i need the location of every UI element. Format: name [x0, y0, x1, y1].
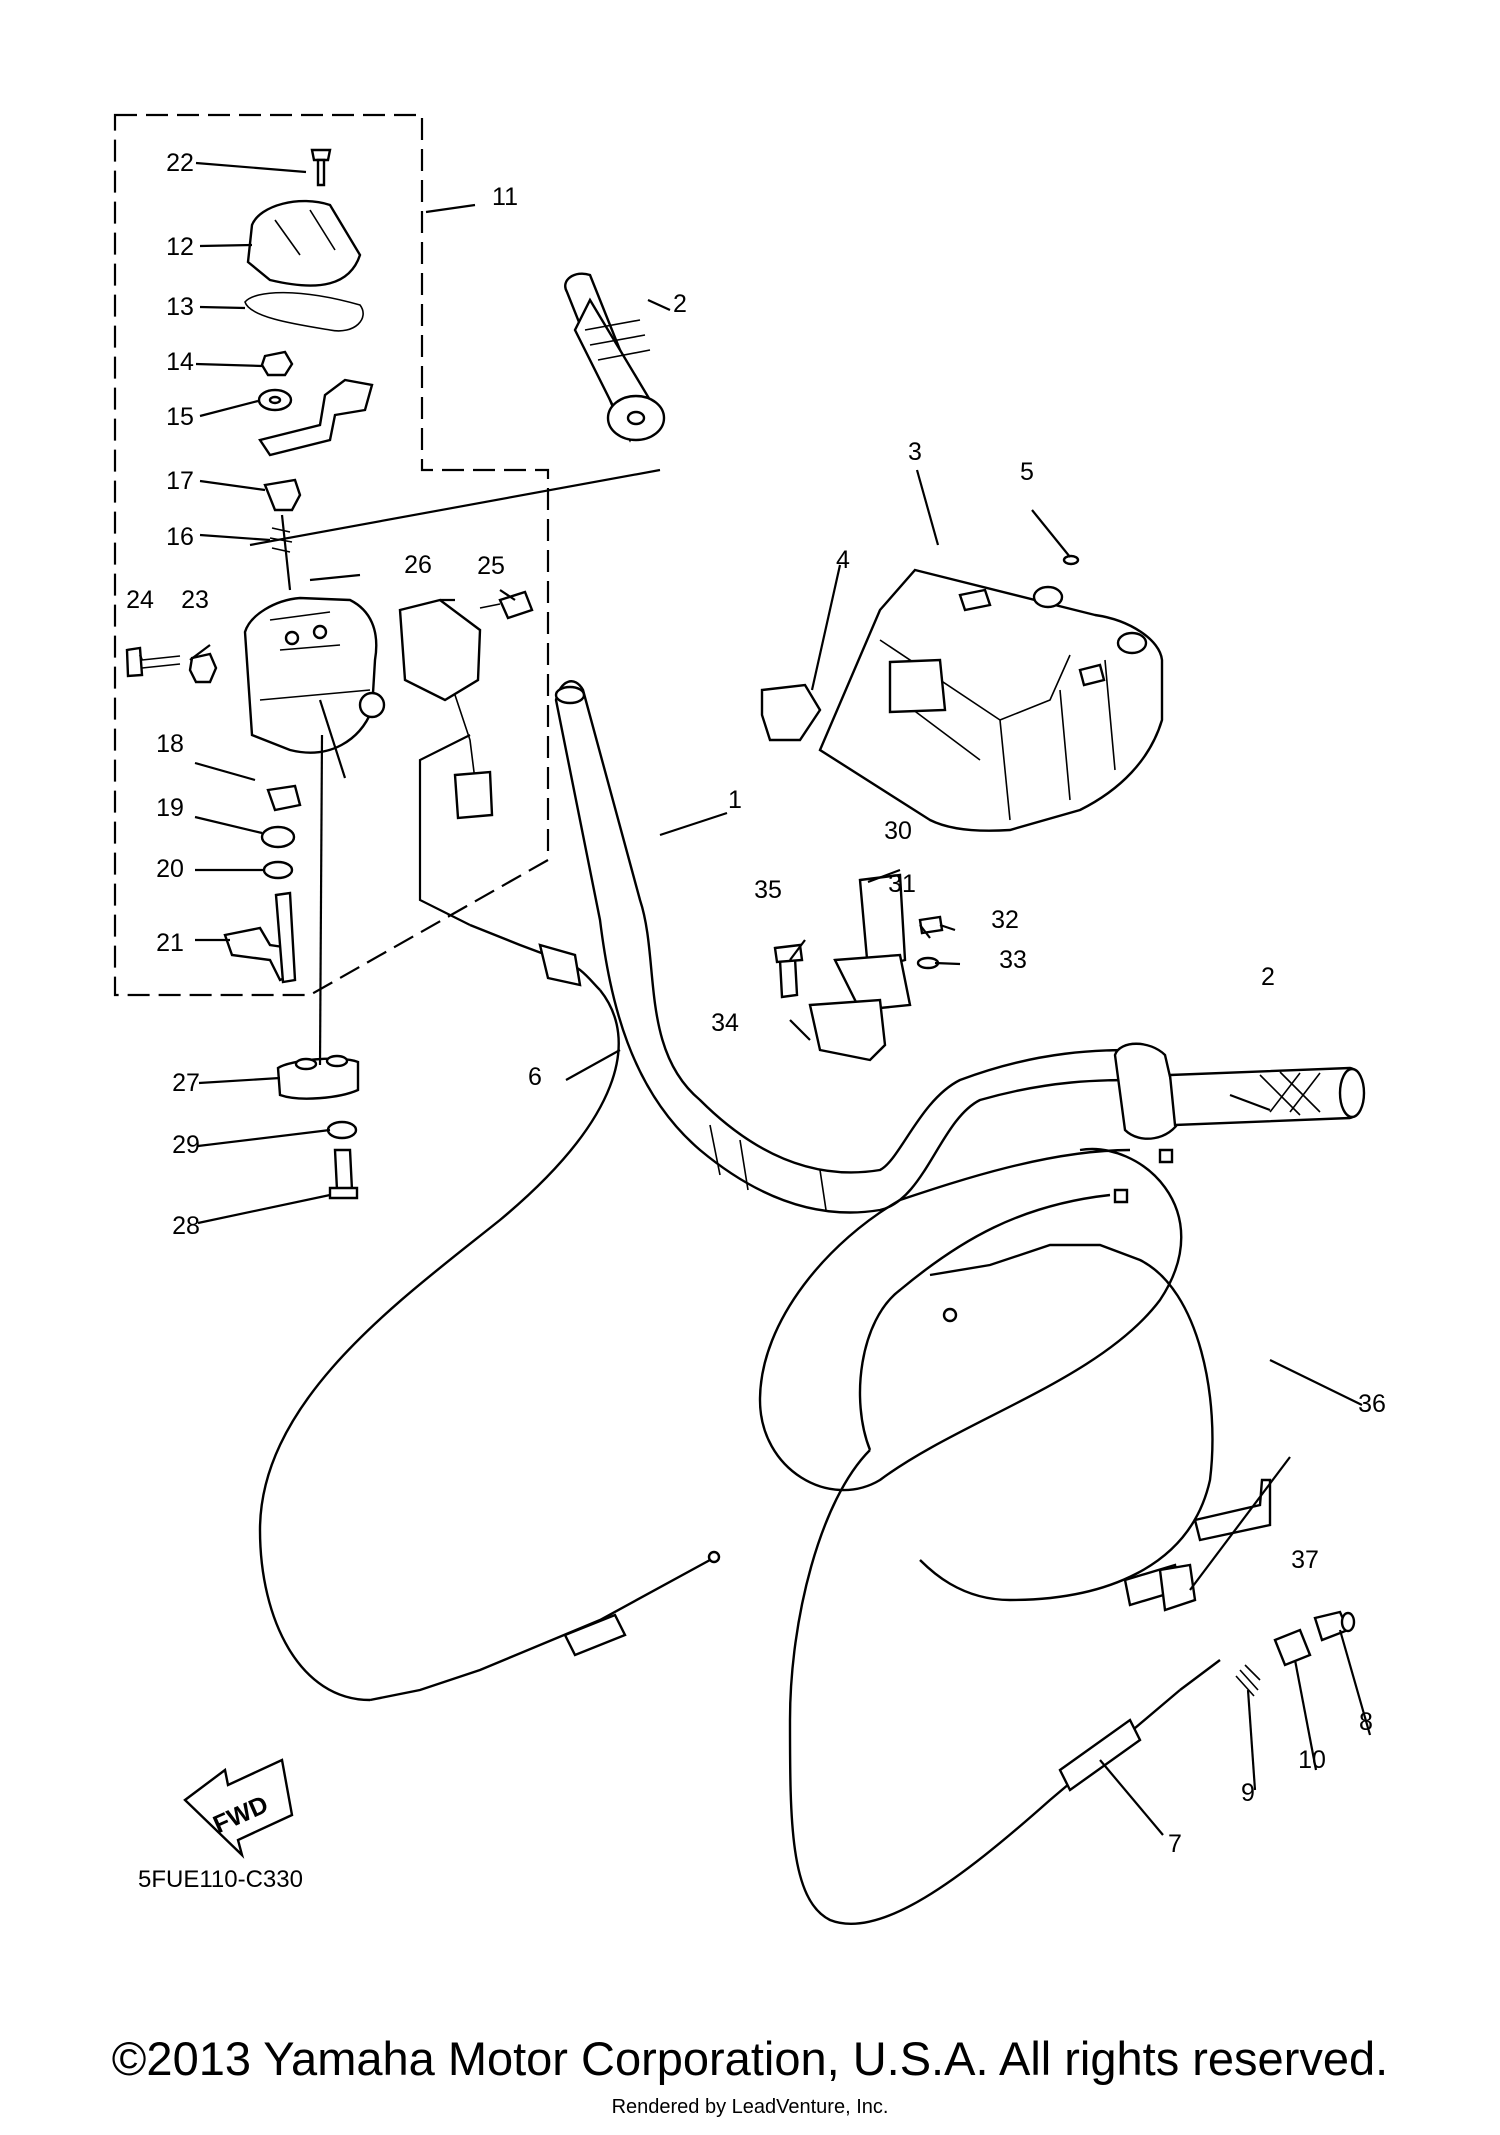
- part-label-34: 34: [711, 1009, 739, 1037]
- part-label-1: 1: [728, 786, 742, 814]
- copyright-notice: ©2013 Yamaha Motor Corporation, U.S.A. A…: [112, 2032, 1388, 2085]
- handlebar-cover: [818, 568, 1164, 832]
- part-label-14: 14: [166, 348, 194, 376]
- part-label-15: 15: [166, 403, 194, 431]
- part-label-31: 31: [888, 870, 916, 898]
- part-label-27: 27: [172, 1069, 200, 1097]
- leader-lines: [138, 161, 1372, 1836]
- part-label-22: 22: [166, 149, 194, 177]
- brake-cables: [758, 1147, 1272, 1926]
- emblem: [760, 683, 822, 742]
- part-label-5: 5: [1020, 458, 1034, 486]
- part-label-4: 4: [836, 546, 850, 574]
- part-label-23: 23: [181, 586, 209, 614]
- part-label-9: 9: [1241, 1779, 1255, 1807]
- part-label-2: 2: [1261, 963, 1275, 991]
- part-label-25: 25: [477, 552, 505, 580]
- part-label-36: 36: [1358, 1390, 1386, 1418]
- part-label-33: 33: [999, 946, 1027, 974]
- part-label-19: 19: [156, 794, 184, 822]
- part-label-18: 18: [156, 730, 184, 758]
- throttle-cable: [258, 923, 721, 1702]
- part-label-28: 28: [172, 1212, 200, 1240]
- part-label-17: 17: [166, 467, 194, 495]
- rendered-by-credit: Rendered by LeadVenture, Inc.: [612, 2096, 889, 2118]
- fwd-arrow: FWD: [183, 1758, 294, 1859]
- part-label-6: 6: [528, 1063, 542, 1091]
- part-label-20: 20: [156, 855, 184, 883]
- part-label-24: 24: [126, 586, 154, 614]
- part-label-3: 3: [908, 438, 922, 466]
- switch-assembly-parts: [125, 148, 534, 1200]
- diagram-code: 5FUE110-C330: [138, 1866, 303, 1893]
- part-label-26: 26: [404, 551, 432, 579]
- part-label-21: 21: [156, 929, 184, 957]
- switch-30-assembly: [773, 873, 944, 1062]
- part-label-8: 8: [1359, 1708, 1373, 1736]
- small-parts: [1158, 1563, 1356, 1697]
- part-label-29: 29: [172, 1131, 200, 1159]
- part-5-washer: [1062, 554, 1080, 566]
- grip-right: [1113, 1042, 1366, 1140]
- part-label-30: 30: [884, 817, 912, 845]
- part-label-10: 10: [1298, 1746, 1326, 1774]
- part-label-11: 11: [492, 183, 518, 211]
- part-label-16: 16: [166, 523, 194, 551]
- part-label-37: 37: [1291, 1546, 1319, 1574]
- part-label-32: 32: [991, 906, 1019, 934]
- part-label-7: 7: [1168, 1830, 1182, 1858]
- part-number-labels: 1223456789101112131415161718192021222324…: [126, 149, 1386, 1858]
- grip-upper: [564, 272, 666, 443]
- part-label-2: 2: [673, 290, 687, 318]
- part-label-12: 12: [166, 233, 194, 261]
- assembly-11-dashed-outline: [113, 113, 550, 997]
- part-label-35: 35: [754, 876, 782, 904]
- part-label-13: 13: [166, 293, 194, 321]
